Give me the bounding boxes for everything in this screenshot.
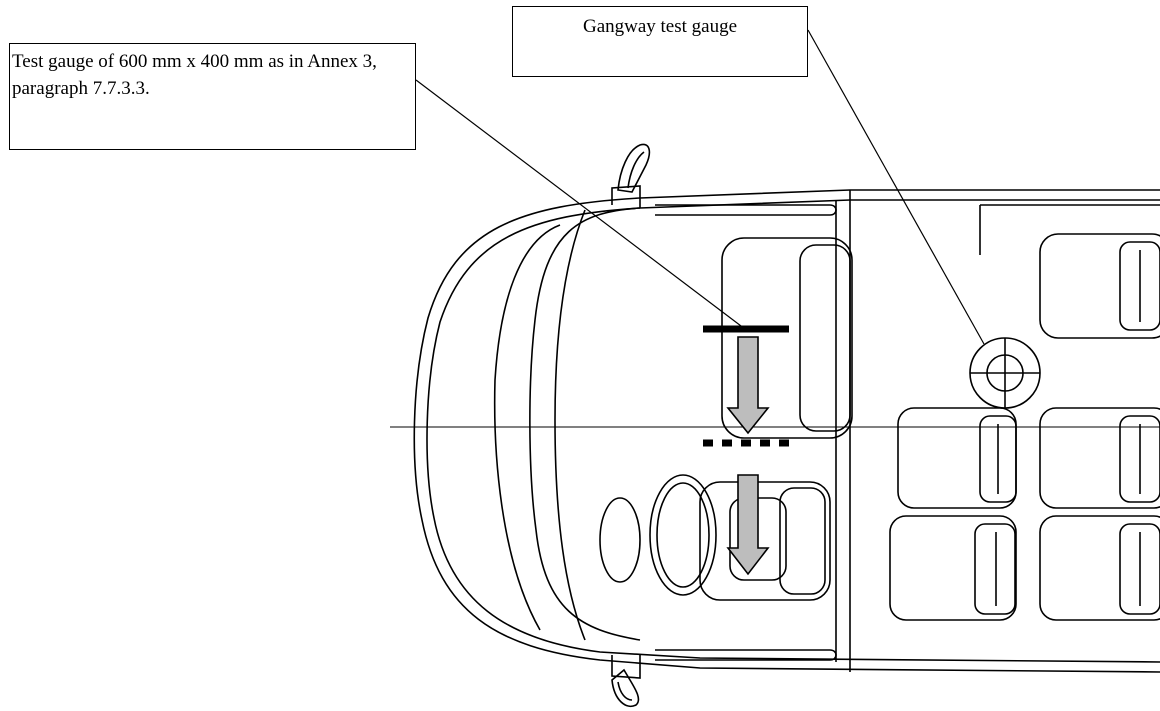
leader-line-test-gauge	[415, 79, 746, 330]
test-gauge-callout: Test gauge of 600 mm x 400 mm as in Anne…	[9, 43, 416, 150]
driver-side-mirror-bottom	[611, 668, 640, 707]
leader-line-gangway	[807, 29, 985, 345]
passenger-seat	[1039, 233, 1160, 339]
driver-side-mirror-top	[617, 143, 651, 193]
driver-seat	[699, 481, 831, 601]
front-passenger-seat	[721, 237, 853, 439]
steering-wheel	[649, 474, 717, 596]
movement-arrow-upper	[726, 336, 770, 435]
passenger-seat	[1039, 407, 1160, 509]
movement-arrow-lower	[726, 474, 770, 576]
gangway-gauge-callout: Gangway test gauge	[512, 6, 808, 77]
gangway-test-gauge-symbol	[969, 337, 1041, 409]
test-gauge-callout-text: Test gauge of 600 mm x 400 mm as in Anne…	[12, 51, 377, 99]
passenger-seat	[889, 515, 1017, 621]
gangway-gauge-callout-text: Gangway test gauge	[582, 16, 738, 37]
vehicle-body-outline	[413, 185, 1160, 679]
passenger-seat	[1039, 515, 1160, 621]
passenger-seat	[897, 407, 1017, 509]
